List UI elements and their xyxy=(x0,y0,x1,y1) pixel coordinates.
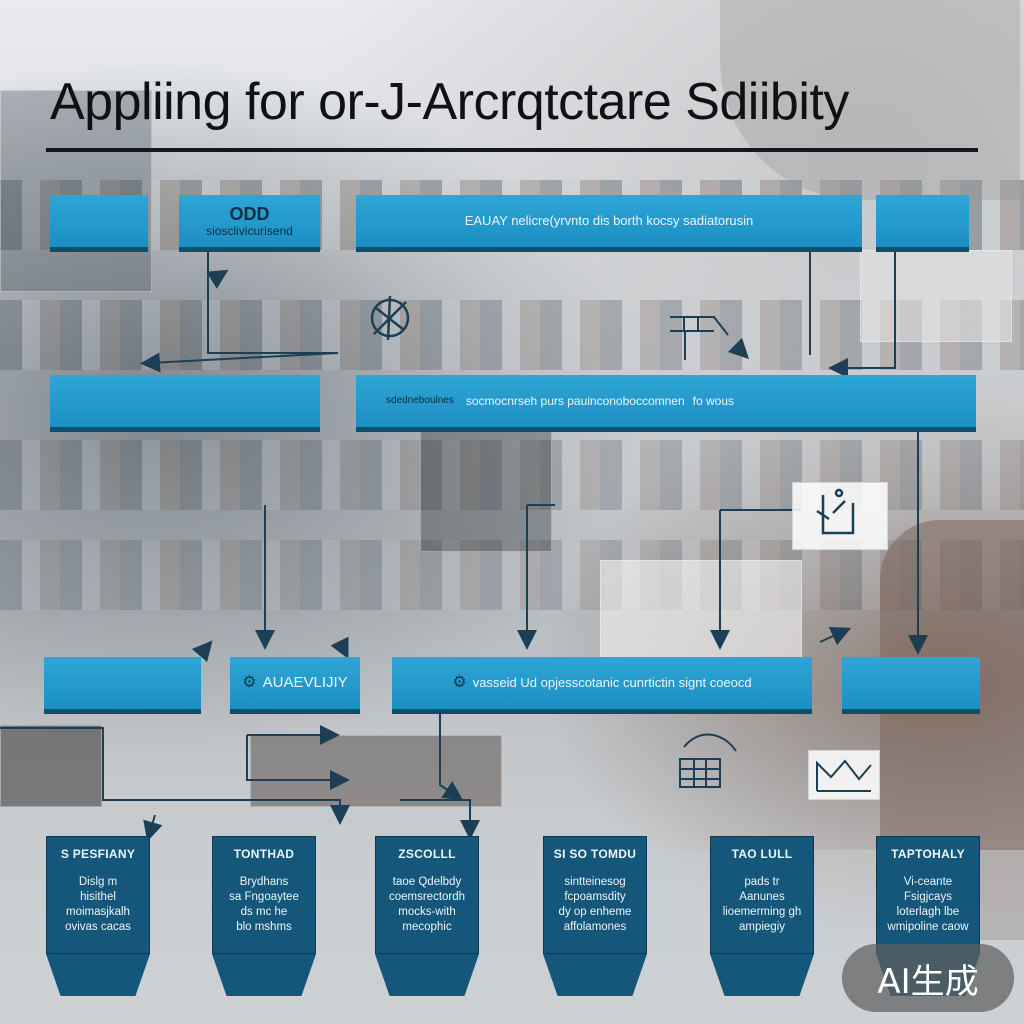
card-tab xyxy=(543,954,647,996)
box-label: siosclivicurisend xyxy=(206,224,293,238)
box-label: vasseid Ud opjesscotanic cunrtictin sign… xyxy=(472,675,752,690)
connector xyxy=(207,252,338,354)
title-underline xyxy=(46,148,978,152)
card-heading: TAPTOHALY xyxy=(891,847,965,861)
connector xyxy=(828,252,896,378)
card-heading: TAO LULL xyxy=(731,847,793,861)
info-card-4: SI SO TOMDU sintteinesog fcpoamsdity dy … xyxy=(543,836,647,954)
connector xyxy=(246,735,350,790)
card-text: Dislg m hisithel moimasjkalh ovivas caca… xyxy=(65,876,131,933)
background-photo xyxy=(420,420,552,552)
flow-box-r3-d xyxy=(842,657,980,714)
background-photo xyxy=(860,250,1012,342)
info-card-1: S PESFIANY Dislg m hisithel moimasjkalh … xyxy=(46,836,150,954)
card-text: Brydhans sa Fngoaytee ds mc he blo mshms xyxy=(229,876,299,933)
connector xyxy=(191,640,213,663)
card-heading: ZSCOLLL xyxy=(398,847,456,861)
box-label: AUAEVLIJIY xyxy=(262,674,348,691)
box-label: fo wous xyxy=(692,394,734,408)
connector xyxy=(140,352,339,373)
card-text: Vi-ceante Fsigjcays loterlagh lbe wmipol… xyxy=(887,876,969,933)
card-tab xyxy=(375,954,479,996)
card-text: pads tr Aanunes lioemerming gh ampiegiy xyxy=(722,876,802,933)
flow-box-r1-d xyxy=(876,195,969,252)
background-photo xyxy=(0,90,152,292)
connector xyxy=(819,627,852,646)
flow-box-r1-b: ODD siosclivicurisend xyxy=(179,195,320,252)
background-strip xyxy=(0,300,1024,370)
card-text: taoe Qdelbdy coemsrectordh mocks-with me… xyxy=(388,876,466,933)
ai-generated-watermark: AI生成 xyxy=(842,944,1014,1012)
info-card-5: TAO LULL pads tr Aanunes lioemerming gh … xyxy=(710,836,814,954)
connector xyxy=(727,337,750,360)
background-person xyxy=(720,0,1020,200)
page-title: Appliing for or-J-Arcrqtctare Sdiibity xyxy=(50,73,849,131)
node-sketch-icon xyxy=(792,482,888,550)
card-heading: SI SO TOMDU xyxy=(553,847,637,861)
connector xyxy=(400,799,480,840)
box-sublabel: sdedneboulnes xyxy=(386,395,454,406)
card-text: sintteinesog fcpoamsdity dy op enheme af… xyxy=(558,876,632,933)
flow-box-r2-b: sdedneboulnes socmocnrseh purs pauincono… xyxy=(356,375,976,432)
card-tab xyxy=(46,954,150,996)
info-card-3: ZSCOLLL taoe Qdelbdy coemsrectordh mocks… xyxy=(375,836,479,954)
flow-box-r1-c: EAUAY nelicre(yrvnto dis borth kocsy sad… xyxy=(356,195,862,252)
blueprint-sketch-icon xyxy=(670,316,729,336)
connector xyxy=(439,712,464,801)
background-photo xyxy=(600,560,802,672)
flow-box-r1-a xyxy=(50,195,148,252)
info-card-6: TAPTOHALY Vi-ceante Fsigjcays loterlagh … xyxy=(876,836,980,954)
box-code: ODD xyxy=(229,204,270,224)
connector xyxy=(330,636,349,659)
box-label: EAUAY nelicre(yrvnto dis borth kocsy sad… xyxy=(464,213,754,228)
card-heading: S PESFIANY xyxy=(60,847,136,861)
background-strip xyxy=(0,540,1024,610)
card-tab xyxy=(710,954,814,996)
box-label: socmocnrseh purs pauinconoboccomnen xyxy=(465,394,685,408)
flow-box-r3-b: ⚙ AUAEVLIJIY xyxy=(230,657,360,714)
flow-box-r2-a xyxy=(50,375,320,432)
card-tab xyxy=(212,954,316,996)
background-photo xyxy=(0,725,102,807)
badge-icon: ⚙ xyxy=(242,674,257,691)
chart-sketch-icon xyxy=(679,733,737,788)
info-card-2: TONTHAD Brydhans sa Fngoaytee ds mc he b… xyxy=(212,836,316,954)
badge-icon: ⚙ xyxy=(452,674,467,691)
connector xyxy=(206,269,229,289)
card-heading: TONTHAD xyxy=(233,847,295,861)
connector xyxy=(0,727,350,825)
hand-drawn-sketch-icon xyxy=(370,295,410,341)
chart-sketch-icon xyxy=(808,750,880,800)
flow-box-r3-a xyxy=(44,657,201,714)
flow-box-r3-c: ⚙ vasseid Ud opjesscotanic cunrtictin si… xyxy=(392,657,812,714)
connector xyxy=(143,814,163,842)
